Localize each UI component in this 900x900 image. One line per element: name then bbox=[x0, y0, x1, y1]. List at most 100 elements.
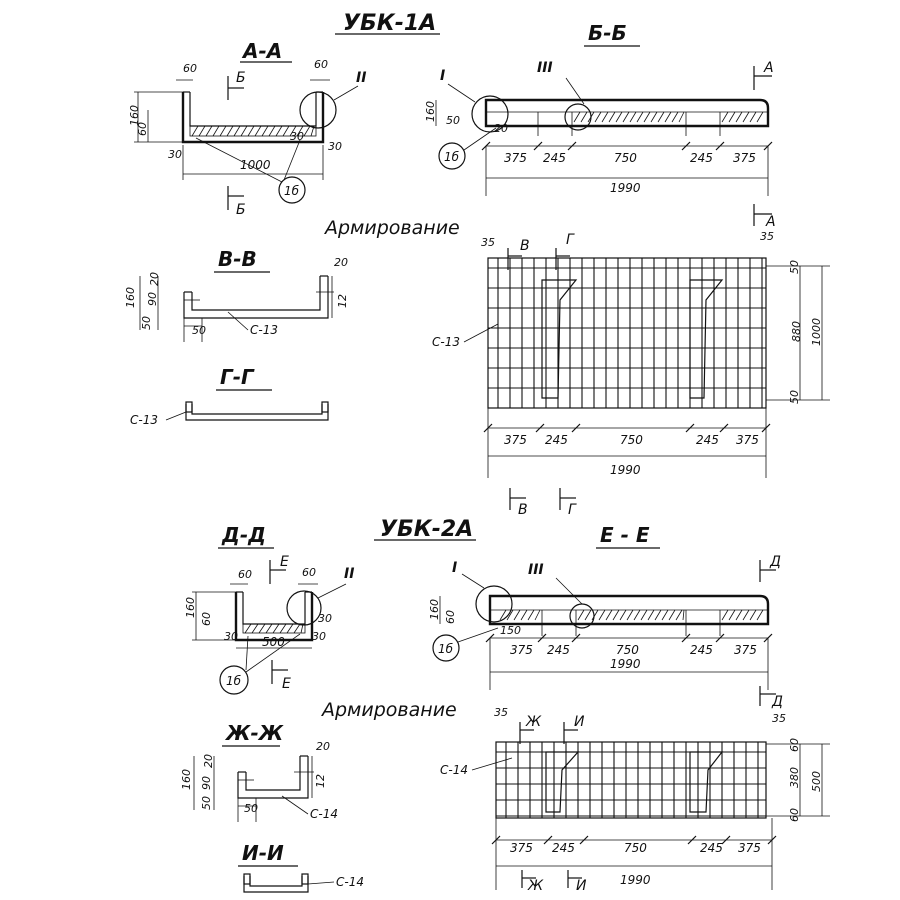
plan-upper-dim-1990: 1990 bbox=[610, 463, 641, 477]
plan-upper-dim-245b: 245 bbox=[696, 433, 719, 447]
ee-cut-d-top: Д bbox=[769, 554, 781, 570]
zh-dim-50w: 50 bbox=[244, 802, 258, 815]
bb-cut-a-top: А bbox=[763, 60, 774, 76]
section-dd-label: Д-Д bbox=[221, 523, 266, 547]
ii-mesh-label: С-14 bbox=[336, 875, 364, 889]
bb-cut-a-bottom: А bbox=[765, 214, 776, 230]
plan-upper-cut-v-bottom: В bbox=[518, 502, 528, 518]
plan-upper-dim-880: 880 bbox=[790, 321, 803, 342]
dd-callout-1b: 1б bbox=[226, 674, 242, 688]
plan-lower-dim-1990: 1990 bbox=[620, 873, 651, 887]
plan-upper-cut-g-bottom: Г bbox=[568, 502, 577, 518]
section-ii: И-И С-14 bbox=[238, 841, 364, 893]
plan-upper-cut-v-top: В bbox=[520, 238, 530, 254]
section-gg: Г-Г С-13 bbox=[130, 365, 329, 427]
plan-lower-dim-35b: 35 bbox=[772, 712, 786, 725]
zh-dim-20b: 20 bbox=[316, 740, 330, 753]
aa-dim-60b: 60 bbox=[314, 58, 328, 71]
vv-dim-90: 90 bbox=[146, 292, 159, 306]
plan-upper-dim-1000: 1000 bbox=[810, 318, 823, 346]
bb-roman-3: III bbox=[537, 60, 553, 76]
bb-dim-1990: 1990 bbox=[610, 181, 641, 195]
vv-dim-20b: 20 bbox=[334, 256, 348, 269]
aa-roman-2: II bbox=[356, 70, 366, 86]
plan-upper-dim-750: 750 bbox=[620, 433, 643, 447]
ee-roman-3: III bbox=[528, 562, 544, 578]
opening-right-lower bbox=[689, 751, 724, 813]
section-ii-label: И-И bbox=[242, 841, 284, 865]
bb-dim-20: 20 bbox=[494, 122, 508, 135]
plan-upper-dim-50b: 50 bbox=[788, 390, 801, 404]
plan-upper-cut-g-top: Г bbox=[566, 232, 575, 248]
plan-lower-mesh-label: С-14 bbox=[440, 763, 468, 777]
vv-mesh-label: С-13 bbox=[250, 323, 278, 337]
heading-reinforcement-lower: Армирование bbox=[320, 699, 457, 721]
plan-lower-dim-380: 380 bbox=[788, 767, 801, 788]
section-dd: Д-Д 60 60 160 60 30 30 30 500 Е Е II bbox=[184, 523, 354, 695]
aa-dim-60: 60 bbox=[136, 122, 149, 136]
aa-cut-b-top: Б bbox=[236, 70, 246, 86]
vv-dim-160: 160 bbox=[124, 287, 137, 308]
plan-upper-dim-35b: 35 bbox=[760, 230, 774, 243]
gg-mesh-label: С-13 bbox=[130, 413, 158, 427]
aa-dim-60a: 60 bbox=[183, 62, 197, 75]
aa-dim-30b: 30 bbox=[328, 140, 342, 153]
ee-dim-1990: 1990 bbox=[610, 657, 641, 671]
ee-callout-1b: 1б bbox=[438, 642, 454, 656]
plan-lower-dim-60b: 60 bbox=[788, 808, 801, 822]
title-ubk-1a: УБК-1А bbox=[343, 11, 436, 36]
dd-dim-60: 60 bbox=[200, 612, 213, 626]
ee-dim-245a: 245 bbox=[547, 643, 570, 657]
ee-dim-150: 150 bbox=[500, 624, 521, 637]
bb-dim-245b: 245 bbox=[690, 151, 713, 165]
plan-lower-dim-245a: 245 bbox=[552, 841, 575, 855]
vv-dim-20a: 20 bbox=[148, 272, 161, 286]
ee-dim-375b: 375 bbox=[734, 643, 757, 657]
plan-lower-cut-i-top: И bbox=[574, 714, 585, 730]
section-zhzh-label: Ж-Ж bbox=[224, 721, 284, 745]
ee-dim-750: 750 bbox=[616, 643, 639, 657]
dd-roman-2: II bbox=[344, 566, 354, 582]
dd-cut-e-bottom: Е bbox=[282, 676, 291, 692]
section-bb: Б-Б I III 160 50 20 1б 375 245 750 245 3… bbox=[424, 21, 776, 230]
plan-lower-cut-zh-top: Ж bbox=[525, 714, 542, 730]
ee-dim-245b: 245 bbox=[690, 643, 713, 657]
zh-mesh-label: С-14 bbox=[310, 807, 338, 821]
bb-dim-245a: 245 bbox=[543, 151, 566, 165]
section-ee-label: Е - Е bbox=[600, 523, 650, 547]
section-aa: А-А 60 60 160 60 30 30 30 1000 Б Б bbox=[128, 39, 366, 218]
bb-dim-160: 160 bbox=[424, 101, 437, 122]
plan-lower-dim-245b: 245 bbox=[700, 841, 723, 855]
dd-dim-30b: 30 bbox=[312, 630, 326, 643]
plan-lower: 35 35 Ж И С-14 60 380 500 60 375 245 750… bbox=[440, 706, 830, 894]
plan-upper-dim-35a: 35 bbox=[481, 236, 495, 249]
aa-dim-30a: 30 bbox=[168, 148, 182, 161]
zh-dim-90: 90 bbox=[200, 776, 213, 790]
dd-dim-60a: 60 bbox=[238, 568, 252, 581]
section-bb-label: Б-Б bbox=[588, 21, 627, 45]
title-ubk-2a: УБК-2А bbox=[380, 517, 473, 542]
bb-dim-50: 50 bbox=[446, 114, 460, 127]
aa-callout-1b: 1б bbox=[284, 184, 300, 198]
section-zhzh: Ж-Ж 20 160 90 50 20 12 50 С-14 bbox=[180, 721, 338, 822]
plan-lower-cut-i-bottom: И bbox=[576, 878, 587, 894]
dd-cut-e-top: Е bbox=[280, 554, 289, 570]
dd-dim-60b: 60 bbox=[302, 566, 316, 579]
section-ee: Е - Е I III 160 60 150 1б 375 245 750 24… bbox=[428, 523, 783, 710]
dd-dim-500: 500 bbox=[262, 635, 285, 649]
section-gg-label: Г-Г bbox=[220, 365, 255, 389]
vv-dim-50w: 50 bbox=[192, 324, 206, 337]
plan-upper: 35 35 В Г С-13 50 880 1000 50 375 245 75… bbox=[432, 230, 830, 518]
dd-dim-30a: 30 bbox=[224, 630, 238, 643]
zh-dim-12: 12 bbox=[314, 774, 327, 788]
section-vv-label: В-В bbox=[218, 247, 257, 271]
dd-dim-160: 160 bbox=[184, 597, 197, 618]
bb-dim-375b: 375 bbox=[733, 151, 756, 165]
plan-lower-dim-35a: 35 bbox=[494, 706, 508, 719]
plan-lower-dim-375b: 375 bbox=[738, 841, 761, 855]
zh-dim-50: 50 bbox=[200, 796, 213, 810]
bb-dim-750: 750 bbox=[614, 151, 637, 165]
plan-upper-mesh-label: С-13 bbox=[432, 335, 460, 349]
aa-cut-b-bottom: Б bbox=[236, 202, 246, 218]
plan-upper-dim-245a: 245 bbox=[545, 433, 568, 447]
